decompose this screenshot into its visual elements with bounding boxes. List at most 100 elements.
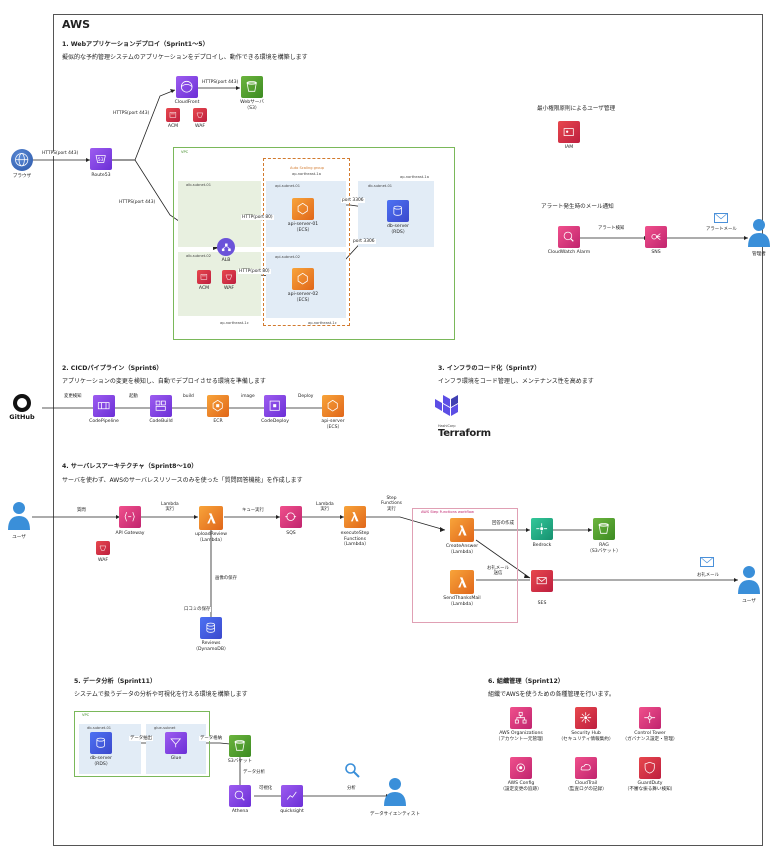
browser-label: ブラウザ <box>12 174 32 179</box>
send-thanks-lambda-icon <box>450 570 474 594</box>
edge-alb-api01: HTTP(port 80) <box>241 215 274 221</box>
thanks-mail-envelope-icon <box>700 557 714 567</box>
codepipeline-label: CodePipeline <box>89 419 119 424</box>
aws-cloud-frame <box>53 14 763 846</box>
ecs-api-server-icon <box>322 395 344 417</box>
waf-icon <box>193 108 207 122</box>
quicksight-label: quicksight <box>280 809 304 814</box>
section2-desc: アプリケーションの変更を検知し、自動でデプロイさせる環境を準備します <box>62 378 266 385</box>
alb-subnet-02-label: alb-subnet-02 <box>186 254 211 258</box>
section5-desc: システムで扱うデータの分析や可視化を行える環境を構築します <box>74 691 248 698</box>
ses-label: SES <box>537 601 547 606</box>
auto-scaling-group-box <box>263 158 350 326</box>
user2-icon <box>738 564 760 596</box>
bedrock-label: Bedrock <box>532 543 552 548</box>
cloudwatch-label: CloudWatch Alarm <box>547 250 591 255</box>
cloudfront-icon <box>176 76 198 98</box>
acm2-icon <box>197 270 211 284</box>
api-server-02-ecs-icon <box>292 268 314 290</box>
az-1a-label-a: ap-northeast-1a <box>292 172 321 176</box>
user-icon <box>8 500 30 532</box>
bedrock-icon <box>531 518 553 540</box>
alb-icon <box>217 238 235 256</box>
edge-route53-cloudfront: HTTPS(port 443) <box>112 111 151 117</box>
s5-db-server-rds-icon <box>90 732 112 754</box>
organizations-icon <box>510 707 532 729</box>
s5-glue-subnet-label: glue-subnet <box>154 726 176 730</box>
api-server-01-label: api-server-01 （ECS） <box>287 222 319 233</box>
svg-text:GitHub: GitHub <box>9 413 35 421</box>
edge-lambda-exec2: Lambda 実行 <box>315 502 335 513</box>
vpc-label: VPC <box>181 150 189 154</box>
edge-data-analyze: データ分析 <box>242 770 266 776</box>
edge-start: 起動 <box>128 394 139 400</box>
edge-alb-api02: HTTP(port 80) <box>238 269 271 275</box>
cloudwatch-alarm-icon <box>558 226 580 248</box>
data-scientist-label: データサイエンティスト <box>369 812 421 817</box>
edge-image: image <box>240 394 256 400</box>
edge-deploy: Deploy <box>297 394 315 400</box>
alb-subnet-02-box <box>178 252 261 316</box>
organizations-label: AWS Organizations （アカウント一元管理） <box>495 731 547 742</box>
control-tower-label: Control Tower （ガバナンス設定・管理） <box>622 731 678 742</box>
security-hub-icon <box>575 707 597 729</box>
api-subnet-02-label: api-subnet-02 <box>275 255 300 259</box>
section5-title: 5. データ分析（Sprint11） <box>74 678 157 685</box>
web-server-label: Webサーバ （S3） <box>240 100 264 111</box>
section3-desc: インフラ環境をコード管理し、メンテナンス性を高めます <box>438 378 594 385</box>
section3-title: 3. インフラのコード化（Sprint7） <box>438 365 541 372</box>
cloudtrail-icon <box>575 757 597 779</box>
section6-desc: 組織でAWSを使うための各種管理を行います。 <box>488 691 615 698</box>
edge-change-detect: 変更検知 <box>63 394 83 400</box>
config-icon <box>510 757 532 779</box>
codedeploy-label: CodeDeploy <box>261 419 289 424</box>
cloudtrail-label: CloudTrail （監査ログの記録） <box>565 781 607 792</box>
data-scientist-icon <box>384 776 406 808</box>
s5-s3-bucket-icon <box>229 735 251 757</box>
terraform-logo-icon <box>418 393 488 439</box>
edge-visualize: 可視化 <box>258 786 274 792</box>
codebuild-label: CodeBuild <box>149 419 173 424</box>
reviews-label: Reviews （DynamoDB） <box>193 641 229 652</box>
vpc-box <box>173 147 455 340</box>
edge-build: build <box>182 394 195 400</box>
magnifier-icon <box>344 762 360 778</box>
acm2-label: ACM <box>198 286 210 291</box>
user-label: ユーザ <box>12 535 26 540</box>
quicksight-icon <box>281 785 303 807</box>
sns-label: SNS <box>651 250 661 255</box>
execute-sf-label: executeStep Functions （Lambda） <box>340 531 370 548</box>
github-icon: GitHub <box>6 393 38 421</box>
control-tower-icon <box>639 707 661 729</box>
s5-s3-bucket-label: S3バケット <box>227 759 253 764</box>
edge-thanks-send: お礼メール 送信 <box>486 566 510 577</box>
db-server-label: db-server （RDS） <box>386 224 410 235</box>
rag-s3-bucket-icon <box>593 518 615 540</box>
iam-label: IAM <box>564 145 574 150</box>
glue-label: Glue <box>170 756 182 761</box>
athena-icon <box>229 785 251 807</box>
s5-db-subnet-label: db-subnet-01 <box>87 726 112 730</box>
reviews-dynamodb-icon <box>200 617 222 639</box>
edge-data-store: データ格納 <box>199 736 223 742</box>
acm-label: ACM <box>167 124 179 129</box>
edge-alert-mail: アラートメール <box>705 227 738 233</box>
stepfunctions-workflow-box <box>412 508 518 623</box>
web-s3-bucket-icon <box>241 76 263 98</box>
admin-label: 管理者 <box>752 252 766 257</box>
edge-alert-detect: アラート検知 <box>597 226 626 232</box>
security-hub-label: Security Hub （セキュリティ情報集約） <box>558 731 614 742</box>
sns-icon <box>645 226 667 248</box>
route53-icon: 53 <box>90 148 112 170</box>
api-subnet-01-label: api-subnet-01 <box>275 184 300 188</box>
edge-data-extract: データ抽出 <box>129 736 153 742</box>
edge-review-save: 口コミの保存 <box>183 607 212 613</box>
upload-review-lambda-icon <box>199 506 223 530</box>
az-1c-label-a: ap-northeast-1c <box>220 321 249 325</box>
api-server-02-label: api-server-02 （ECS） <box>287 292 319 303</box>
codepipeline-icon <box>93 395 115 417</box>
glue-icon <box>165 732 187 754</box>
guardduty-label: GuardDuty （不審な振る舞い検知） <box>624 781 676 792</box>
s4-waf-label: WAF <box>97 558 109 563</box>
ses-icon <box>531 570 553 592</box>
